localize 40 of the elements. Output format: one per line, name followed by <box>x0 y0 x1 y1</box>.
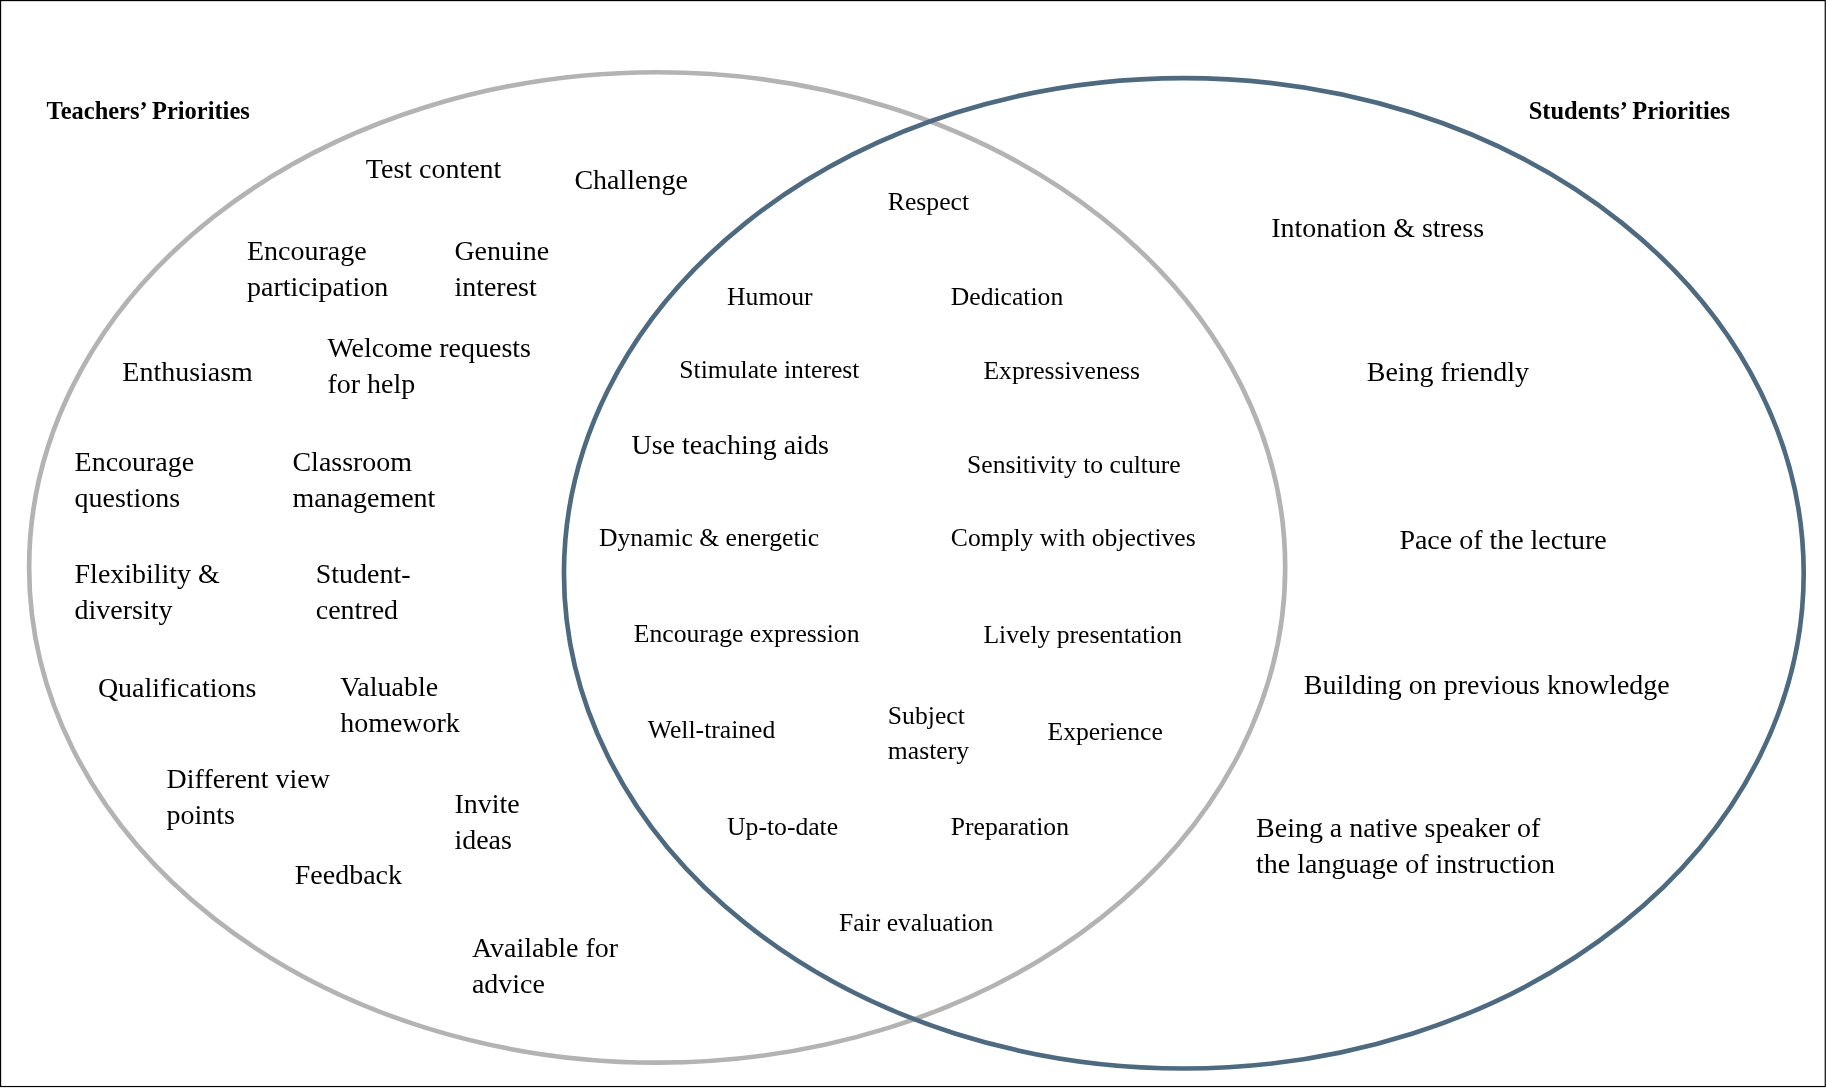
priority-label: Being a native speaker of the language of instruction <box>1256 811 1557 881</box>
priority-label: Different view points <box>166 762 331 832</box>
priority-label: Classroom management <box>292 445 437 515</box>
priority-label: Enthusiasm <box>122 355 253 389</box>
priority-label: Welcome requests for help <box>327 331 532 401</box>
priority-label: Genuine interest <box>454 234 551 304</box>
priority-label: Qualifications <box>97 671 257 705</box>
shared-priority-label: Subject mastery <box>887 699 971 767</box>
set-heading: Teachers’ Priorities <box>46 95 250 127</box>
priority-label: Being friendly <box>1366 355 1530 389</box>
shared-priority-label: Respect <box>887 185 970 218</box>
shared-priority-label: Encourage expression <box>633 617 860 650</box>
shared-priority-label: Fair evaluation <box>838 906 994 939</box>
shared-priority-label: Lively presentation <box>983 618 1182 651</box>
shared-priority-label: Comply with objectives <box>950 522 1196 555</box>
shared-priority-label: Experience <box>1047 715 1163 748</box>
priority-label: Available for advice <box>471 931 620 1001</box>
priority-label: Invite ideas <box>454 787 521 858</box>
shared-priority-label: Well-trained <box>647 713 776 746</box>
priority-label: Pace of the lecture <box>1399 523 1607 557</box>
priority-label: Encourage questions <box>74 445 196 515</box>
priority-label: Feedback <box>294 858 402 893</box>
shared-priority-label: Humour <box>727 280 813 314</box>
shared-priority-label: Sensitivity to culture <box>967 448 1181 481</box>
shared-priority-label: Expressiveness <box>983 354 1141 387</box>
priority-label: Test content <box>365 152 502 187</box>
priority-label: Intonation & stress <box>1271 211 1485 245</box>
priority-label: Valuable homework <box>340 670 461 740</box>
priority-label: Encourage participation <box>247 234 390 304</box>
priority-label: Challenge <box>574 163 688 197</box>
shared-priority-label: Use teaching aids <box>631 428 829 463</box>
shared-priority-label: Preparation <box>950 811 1069 844</box>
set-heading: Students’ Priorities <box>1528 95 1731 127</box>
shared-priority-label: Dedication <box>950 280 1064 314</box>
priority-label: Building on previous knowledge <box>1303 669 1670 703</box>
priority-label: Student-centred <box>315 557 412 627</box>
shared-priority-label: Stimulate interest <box>679 353 860 386</box>
priority-label: Flexibility & diversity <box>74 557 221 627</box>
shared-priority-label: Dynamic & energetic <box>598 522 820 555</box>
shared-priority-label: Up-to-date <box>727 811 839 844</box>
